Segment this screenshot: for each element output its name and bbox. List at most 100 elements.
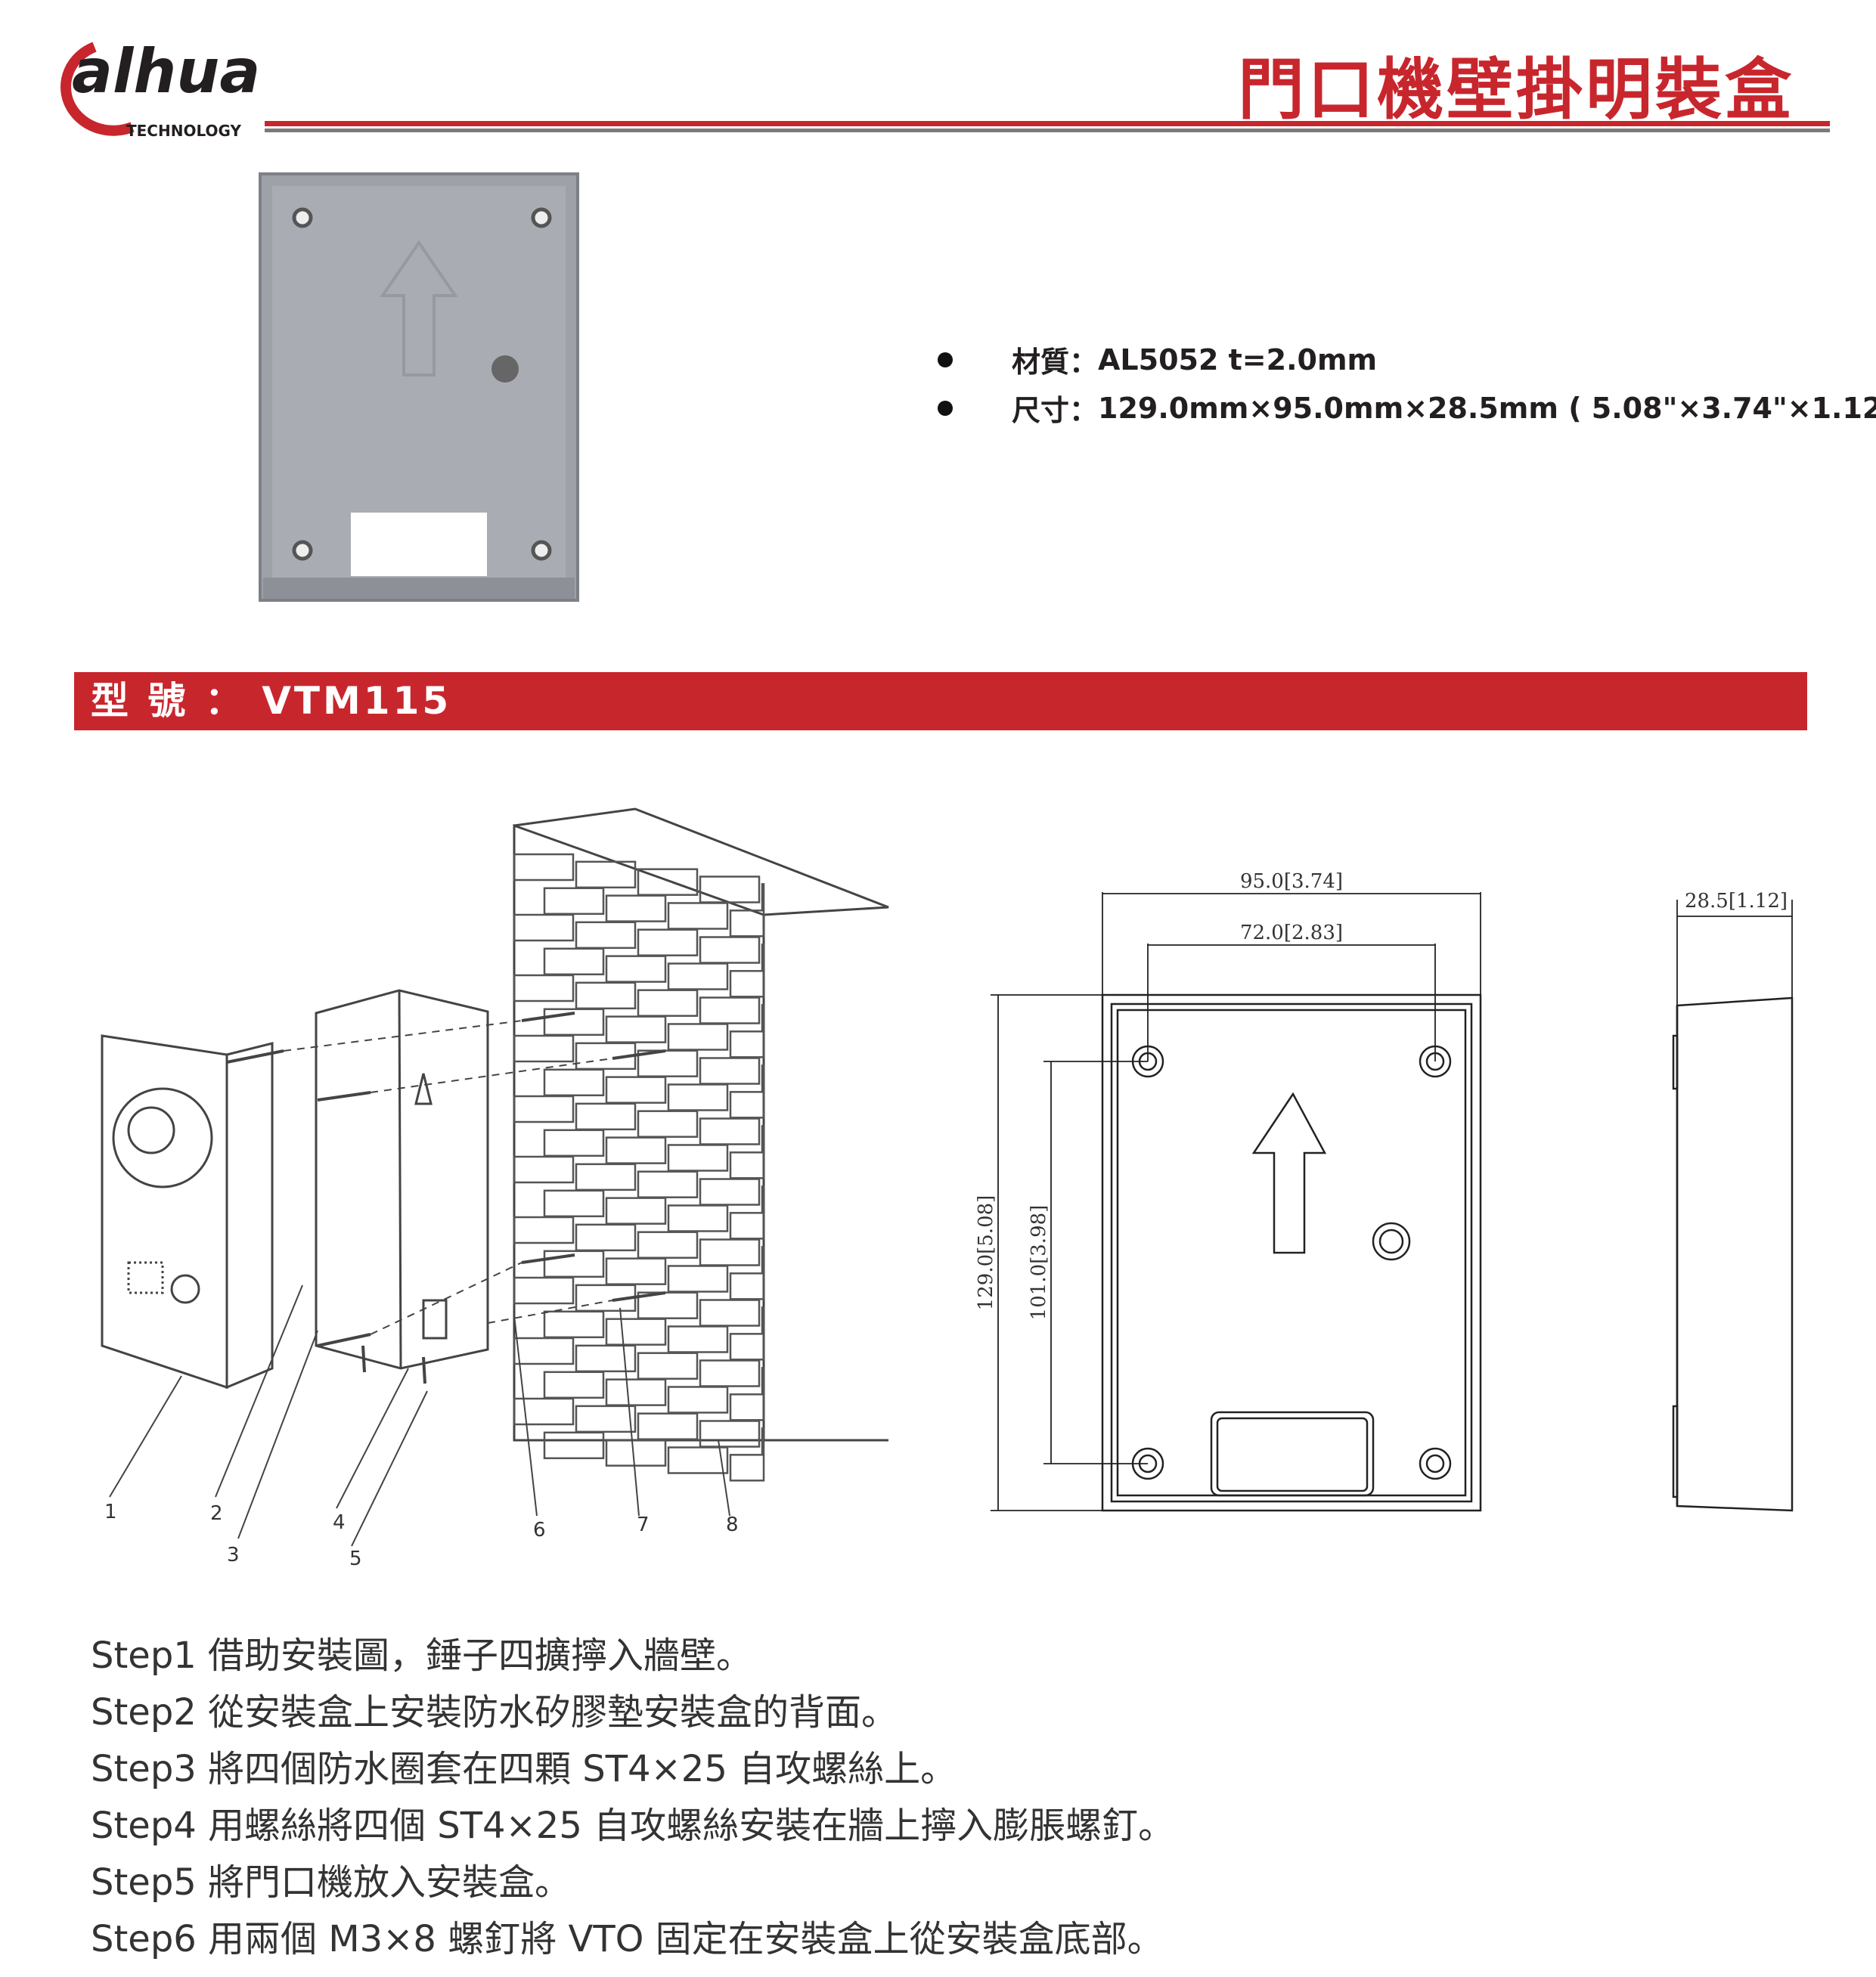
dahua-logo: alhua TECHNOLOGY — [60, 36, 260, 140]
brick — [729, 1454, 765, 1482]
step-1: Step1 借助安裝圖，錘子四擴擰入牆壁。 — [91, 1625, 752, 1678]
step-number: Step6 — [91, 1918, 197, 1960]
brick — [761, 1004, 765, 1032]
callout-5: 5 — [349, 1548, 362, 1570]
brick — [513, 1155, 575, 1184]
brick — [761, 1367, 765, 1395]
brick — [761, 1306, 765, 1334]
step-number: Step5 — [91, 1861, 197, 1904]
callout-2: 2 — [210, 1502, 223, 1525]
brick — [667, 1023, 729, 1051]
brick — [729, 970, 765, 998]
step-text: 借助安裝圖，錘子四擴擰入牆壁。 — [208, 1635, 753, 1677]
brick — [605, 1378, 667, 1406]
step-number: Step2 — [91, 1691, 197, 1734]
step-number: Step4 — [91, 1805, 197, 1847]
brick — [543, 947, 605, 976]
brick — [729, 1333, 765, 1361]
dimension-drawing: 95.0[3.74] 72.0[2.83] 129.0[5.08] 101.0[… — [975, 870, 1794, 1512]
brick — [699, 1420, 761, 1448]
brick — [761, 883, 765, 911]
step-number: Step3 — [91, 1748, 197, 1790]
callout-3: 3 — [227, 1544, 240, 1566]
brick — [637, 1049, 699, 1077]
dim-height: 129.0[5.08] — [975, 1195, 997, 1311]
brick — [699, 936, 761, 964]
brick — [575, 1223, 637, 1252]
brick — [761, 1185, 765, 1213]
dim-hole-spacing-y: 101.0[3.98] — [1028, 1205, 1050, 1321]
step-text: 從安裝盒上安裝防水矽膠墊安裝盒的背面。 — [208, 1691, 898, 1734]
brick — [729, 1091, 765, 1119]
brick — [513, 1276, 575, 1305]
brick — [513, 913, 575, 942]
brick — [761, 1064, 765, 1092]
brick — [761, 944, 765, 971]
brick — [513, 853, 575, 882]
logo-subtitle: TECHNOLOGY — [126, 122, 241, 140]
brick — [605, 1439, 667, 1467]
brick — [667, 902, 729, 930]
brick — [637, 1412, 699, 1440]
brick — [699, 1238, 761, 1266]
brick — [729, 909, 765, 937]
brick — [637, 1231, 699, 1259]
brick — [605, 1076, 667, 1104]
step-text: 用螺絲將四個 ST4×25 自攻螺絲安裝在牆上擰入膨脹螺釘。 — [208, 1805, 1175, 1847]
callout-8: 8 — [726, 1514, 739, 1536]
brick — [543, 1310, 605, 1339]
brick — [543, 1431, 605, 1460]
brick — [699, 1299, 761, 1327]
brick — [699, 1178, 761, 1206]
brick — [575, 981, 637, 1010]
callout-1: 1 — [104, 1501, 117, 1523]
exploded-installation-diagram: 1 2 3 4 5 6 7 8 — [101, 807, 889, 1570]
header-rule-gray — [265, 129, 1830, 132]
callout-4: 4 — [333, 1511, 346, 1534]
brick — [667, 1144, 729, 1172]
brick — [637, 868, 699, 896]
dim-depth: 28.5[1.12] — [1685, 890, 1788, 913]
brick — [575, 1102, 637, 1131]
step-4: Step4 用螺絲將四個 ST4×25 自攻螺絲安裝在牆上擰入膨脹螺釘。 — [91, 1796, 1174, 1848]
step-text: 將門口機放入安裝盒。 — [208, 1861, 572, 1904]
step-5: Step5 將門口機放入安裝盒。 — [91, 1852, 571, 1905]
door-station — [101, 1034, 274, 1390]
brick — [667, 1386, 729, 1414]
side-view — [1672, 996, 1794, 1512]
step-number: Step1 — [91, 1635, 197, 1677]
callout-7: 7 — [637, 1514, 650, 1536]
brick — [729, 1212, 765, 1240]
brick — [761, 1125, 765, 1153]
brick — [543, 887, 605, 916]
step-text: 將四個防水圈套在四顆 ST4×25 自攻螺絲上。 — [208, 1748, 957, 1790]
brick — [605, 894, 667, 922]
spec-label: 尺寸： — [1012, 394, 1099, 427]
callout-6: 6 — [533, 1519, 546, 1542]
brick — [699, 1359, 761, 1387]
brick — [699, 1057, 761, 1085]
brick — [667, 1446, 729, 1474]
brick — [667, 1265, 729, 1293]
spec-label: 材質： — [1012, 346, 1099, 379]
brick — [729, 1030, 765, 1058]
brick — [637, 1352, 699, 1380]
brick — [667, 1204, 729, 1232]
brick — [513, 974, 575, 1002]
brick — [637, 1170, 699, 1198]
brick — [729, 1151, 765, 1179]
brick — [605, 1197, 667, 1225]
spec-value: AL5052 t=2.0mm — [1098, 342, 1378, 376]
brick — [605, 1318, 667, 1346]
brick — [513, 1397, 575, 1426]
page-title: 門口機壁掛明裝盒 — [1237, 51, 1794, 129]
brick — [513, 1337, 575, 1365]
brick — [667, 962, 729, 990]
brick — [699, 996, 761, 1024]
brick — [699, 1117, 761, 1145]
brick — [699, 875, 761, 903]
brick — [729, 1393, 765, 1421]
brick — [637, 928, 699, 956]
brick — [543, 1068, 605, 1097]
brick — [543, 1129, 605, 1157]
